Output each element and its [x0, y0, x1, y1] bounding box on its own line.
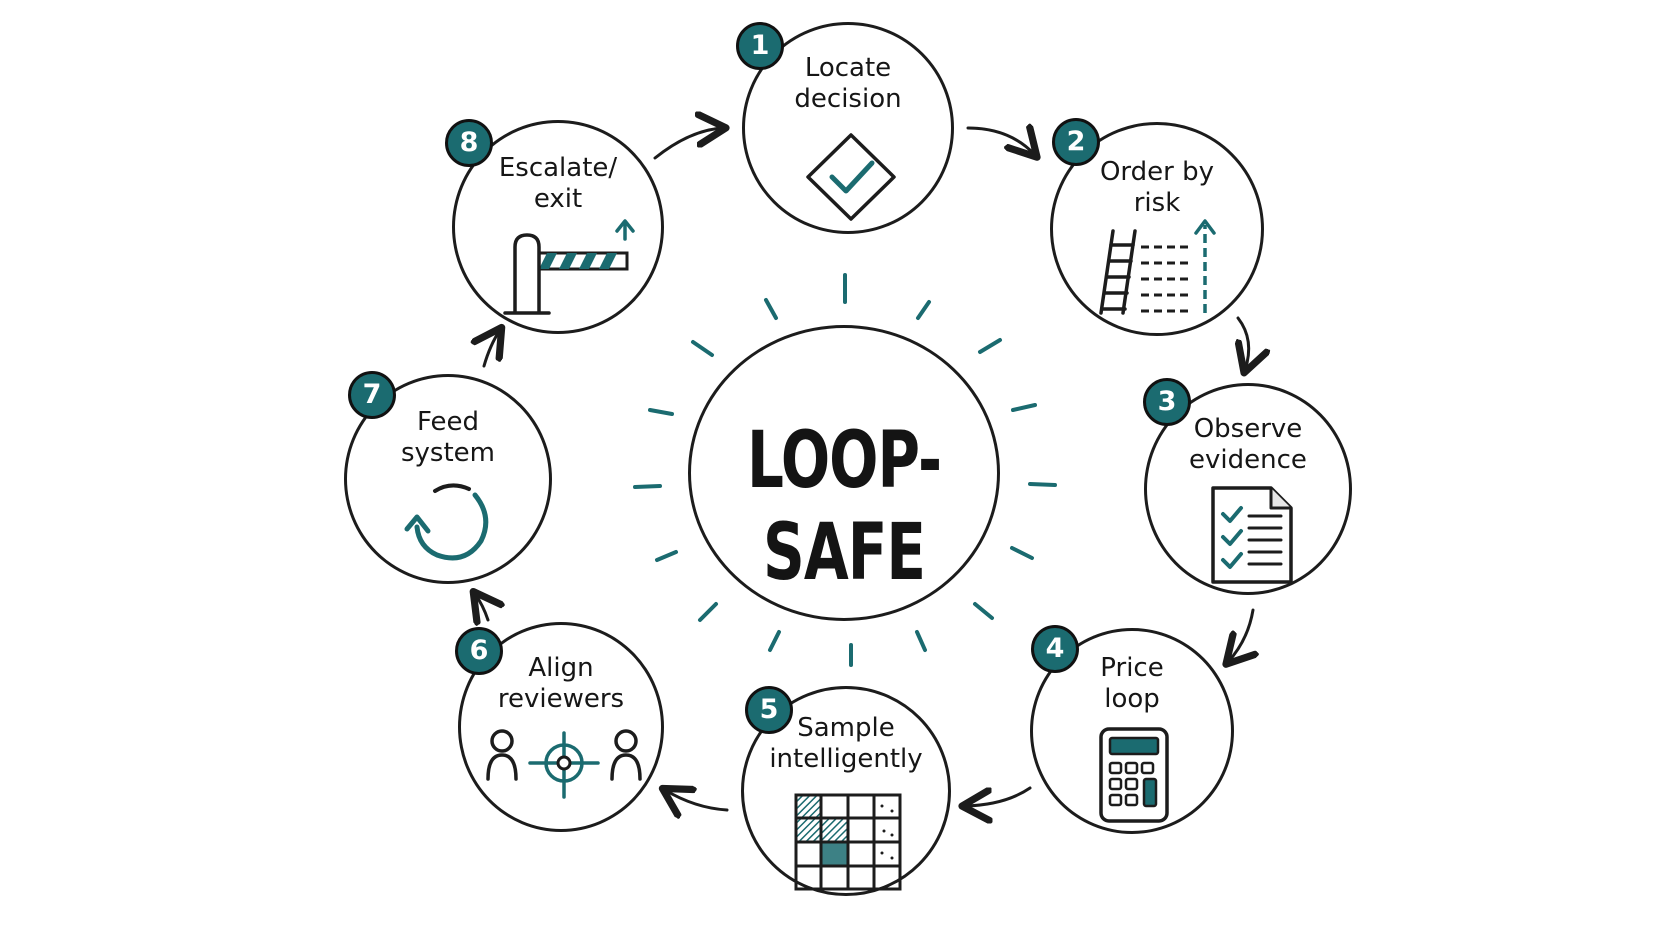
calculator-icon	[1099, 727, 1169, 823]
step-4-badge: 4	[1031, 625, 1079, 673]
arrow-7-to-8	[484, 330, 500, 368]
arrow-5-to-6	[665, 790, 729, 810]
center-title: LOOP-SAFE	[746, 414, 942, 598]
step-6-badge: 6	[455, 627, 503, 675]
checklist-document-icon	[1211, 486, 1293, 584]
arrow-3-to-4	[1228, 608, 1253, 662]
center-circle: LOOP-SAFE	[688, 325, 1000, 621]
reviewers-target-icon	[486, 729, 642, 799]
step-label: Observe evidence	[1189, 414, 1307, 475]
step-label: Escalate/ exit	[498, 153, 618, 214]
arrow-4-to-5	[965, 786, 1032, 806]
step-label: Feed system	[401, 407, 495, 468]
sun-rays	[633, 273, 1057, 667]
step-3-badge: 3	[1143, 378, 1191, 426]
arrow-2-to-3	[1238, 316, 1249, 370]
step-1-badge: 1	[736, 22, 784, 70]
arrow-8-to-1	[653, 128, 723, 160]
step-7-badge: 7	[348, 371, 396, 419]
step-label: Locate decision	[794, 53, 902, 114]
flow-arrows	[475, 128, 1253, 810]
refresh-cycle-icon	[404, 483, 489, 561]
arrow-6-to-7	[475, 594, 488, 620]
step-8-badge: 8	[445, 119, 493, 167]
step-label: Order by risk	[1099, 157, 1215, 218]
step-label: Sample intelligently	[769, 713, 923, 774]
step-2-badge: 2	[1052, 118, 1100, 166]
ladder-risk-icon	[1099, 219, 1216, 315]
step-label: Align reviewers	[497, 653, 625, 714]
barrier-gate-icon	[503, 219, 635, 315]
step-5-sample-intelligently: Sample intelligently	[741, 686, 951, 896]
arrow-1-to-2	[966, 128, 1035, 155]
diamond-check-icon	[806, 133, 896, 221]
step-5-badge: 5	[745, 686, 793, 734]
step-label: Price loop	[1100, 653, 1164, 714]
sample-grid-icon	[794, 793, 902, 891]
